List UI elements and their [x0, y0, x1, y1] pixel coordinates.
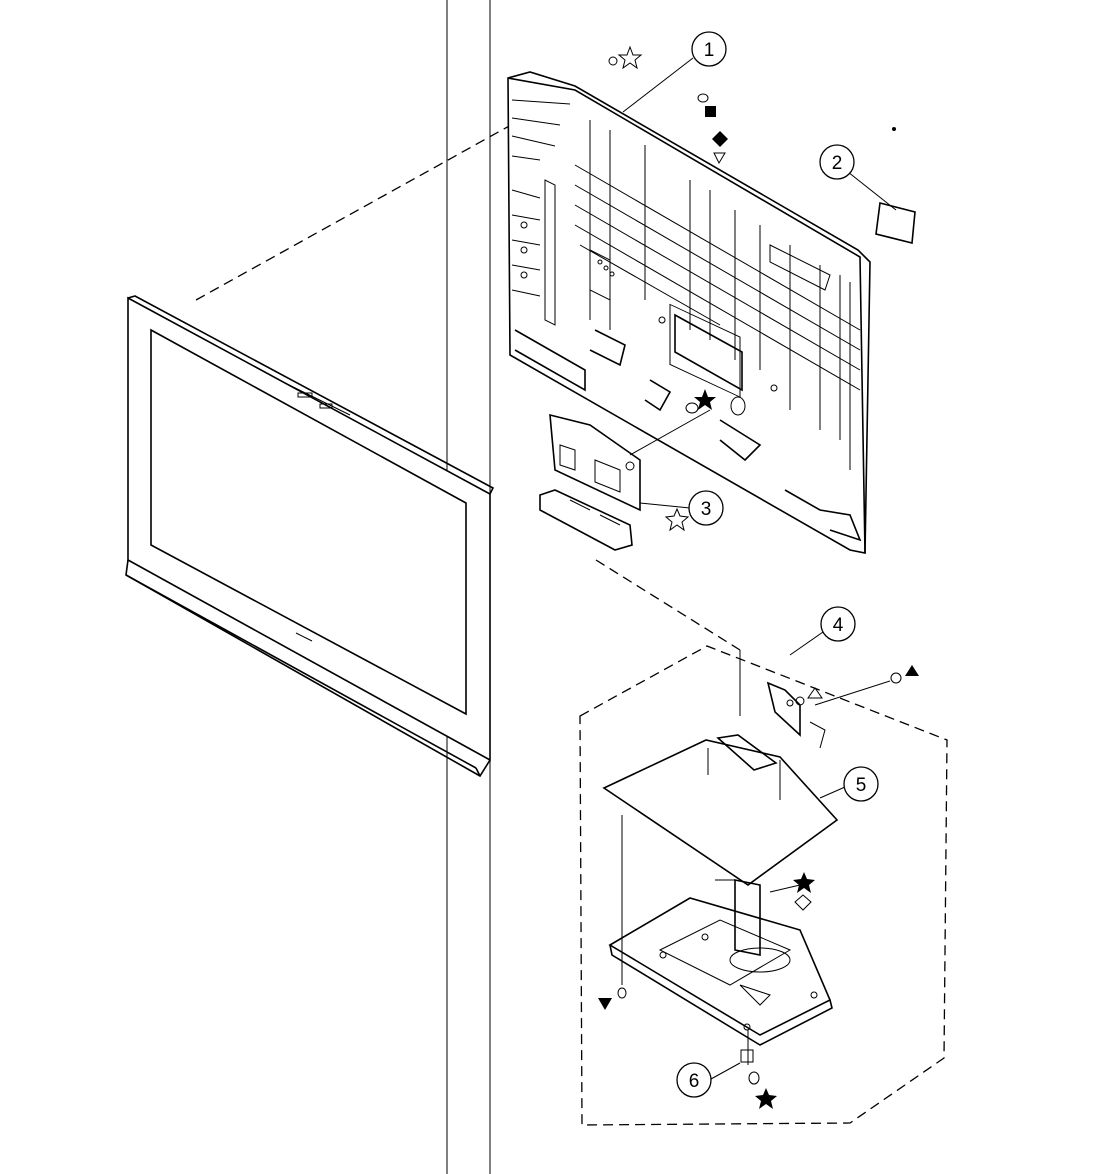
assembly-line-bracket	[629, 409, 711, 456]
stand-cover	[602, 734, 839, 886]
svg-text:4: 4	[833, 615, 844, 636]
svg-text:3: 3	[701, 499, 712, 520]
foot-pad	[740, 1049, 760, 1085]
front-bezel-screen	[125, 295, 495, 778]
callout-leaders	[622, 57, 897, 1080]
filled-triangle-up-icon	[905, 665, 919, 676]
screw-stand-left	[617, 987, 627, 999]
callout-6: 6	[676, 1062, 712, 1098]
terminal-bracket	[539, 413, 641, 551]
filled-triangle-down-icon	[598, 998, 612, 1010]
filled-square-icon	[705, 106, 716, 117]
callout-3: 3	[688, 490, 724, 526]
stand-base	[608, 879, 833, 1046]
callout-1: 1	[691, 31, 727, 67]
filled-star-icon	[694, 389, 716, 410]
filled-star-icon	[793, 872, 815, 893]
open-star-icon	[617, 45, 643, 70]
open-triangle-up-icon	[807, 687, 823, 699]
rating-label	[875, 127, 916, 245]
open-circle-icon	[795, 696, 805, 706]
svg-text:1: 1	[704, 40, 715, 61]
rear-cabinet	[507, 71, 871, 554]
callout-4: 4	[820, 606, 856, 642]
callout-2: 2	[819, 144, 855, 180]
assembly-line-cover	[769, 884, 801, 893]
open-star-icon	[664, 507, 690, 532]
screw-top	[608, 56, 902, 684]
svg-text:5: 5	[856, 775, 867, 796]
open-triangle-down-icon	[713, 152, 726, 165]
stand-assembly-boundary	[579, 645, 948, 1126]
callout-5: 5	[843, 766, 879, 802]
svg-text:6: 6	[689, 1071, 700, 1092]
filled-star-icon	[755, 1088, 777, 1109]
open-diamond-icon	[794, 894, 812, 911]
assembly-line-stand	[595, 559, 741, 651]
hinge-bracket	[766, 680, 891, 749]
assembly-line-screen	[195, 119, 521, 301]
filled-diamond-icon	[712, 131, 728, 147]
svg-text:2: 2	[832, 153, 843, 174]
